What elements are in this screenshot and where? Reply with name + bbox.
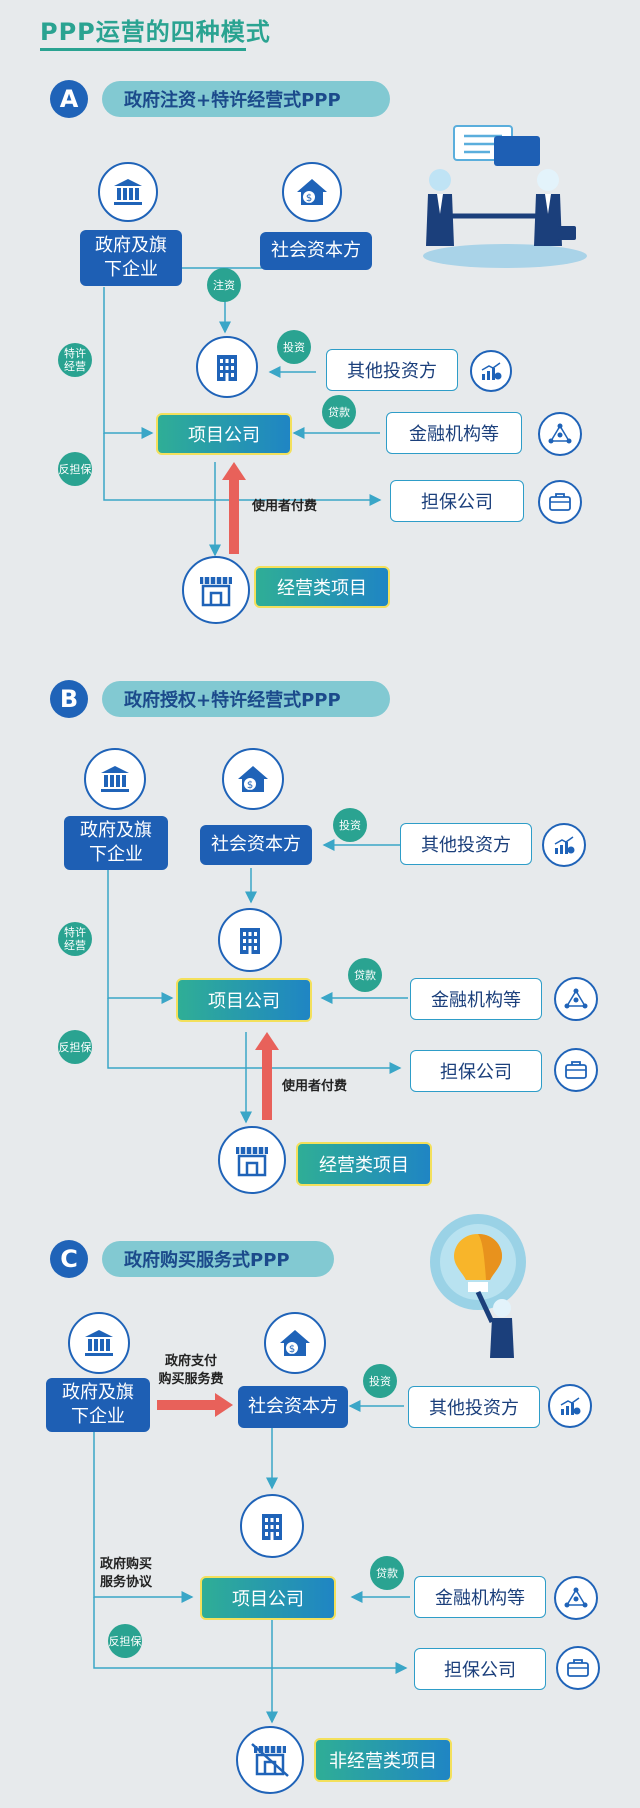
section-c-title: 政府购买服务式PPP bbox=[102, 1241, 334, 1277]
other-investor-node-b: 其他投资方 bbox=[400, 823, 532, 865]
office-building-icon bbox=[196, 336, 258, 398]
badge-invest-c: 投资 bbox=[363, 1364, 397, 1398]
svg-text:$: $ bbox=[289, 1344, 295, 1355]
shop-crossed-icon bbox=[236, 1726, 304, 1794]
finance-node-b: 金融机构等 bbox=[410, 978, 542, 1020]
title-underline bbox=[40, 48, 246, 51]
guarantee-node-c: 担保公司 bbox=[414, 1648, 546, 1690]
badge-loan-c: 贷款 bbox=[370, 1556, 404, 1590]
section-b-title: 政府授权+特许经营式PPP bbox=[102, 681, 390, 717]
section-a-letter: A bbox=[50, 80, 88, 118]
briefcase-icon bbox=[556, 1646, 600, 1690]
bank-icon bbox=[98, 162, 158, 222]
badge-loan-b: 贷款 bbox=[348, 958, 382, 992]
guarantee-node-b: 担保公司 bbox=[410, 1050, 542, 1092]
shop-icon bbox=[182, 556, 250, 624]
social-capital-node-c: 社会资本方 bbox=[238, 1386, 348, 1428]
network-icon bbox=[554, 1576, 598, 1620]
lightbulb-illustration bbox=[426, 1210, 536, 1360]
badge-loan-a: 贷款 bbox=[322, 395, 356, 429]
chart-icon bbox=[542, 823, 586, 867]
other-investor-node-a: 其他投资方 bbox=[326, 349, 458, 391]
bank-icon bbox=[68, 1312, 130, 1374]
gov-node-b: 政府及旗下企业 bbox=[64, 816, 168, 870]
badge-invest-b: 投资 bbox=[333, 808, 367, 842]
gov-node-a: 政府及旗下企业 bbox=[80, 230, 182, 286]
house-dollar-icon: $ bbox=[264, 1312, 326, 1374]
section-c-letter: C bbox=[50, 1240, 88, 1278]
project-node-a: 经营类项目 bbox=[254, 566, 390, 608]
user-pay-label-a: 使用者付费 bbox=[252, 499, 318, 514]
badge-franchise-a: 特许经营 bbox=[58, 343, 92, 377]
badge-invest-a: 投资 bbox=[277, 330, 311, 364]
badge-inject: 注资 bbox=[207, 268, 241, 302]
briefcase-icon bbox=[538, 480, 582, 524]
project-company-node-b: 项目公司 bbox=[176, 978, 312, 1022]
badge-counter-c: 反担保 bbox=[108, 1624, 142, 1658]
svg-text:$: $ bbox=[306, 193, 312, 204]
finance-node-c: 金融机构等 bbox=[414, 1576, 546, 1618]
social-capital-node-a: 社会资本方 bbox=[260, 232, 372, 270]
svg-text:$: $ bbox=[247, 780, 253, 791]
project-company-node-c: 项目公司 bbox=[200, 1576, 336, 1620]
house-dollar-icon: $ bbox=[282, 162, 342, 222]
office-building-icon bbox=[240, 1494, 304, 1558]
page-title: PPP运营的四种模式 bbox=[40, 18, 271, 46]
briefcase-icon bbox=[554, 1048, 598, 1092]
chart-icon bbox=[470, 350, 512, 392]
section-b-letter: B bbox=[50, 680, 88, 718]
gov-node-c: 政府及旗下企业 bbox=[46, 1378, 150, 1432]
finance-node-a: 金融机构等 bbox=[386, 412, 522, 454]
network-icon bbox=[554, 977, 598, 1021]
handshake-illustration bbox=[410, 118, 600, 278]
office-building-icon bbox=[218, 908, 282, 972]
project-company-node-a: 项目公司 bbox=[156, 413, 292, 455]
social-capital-node-b: 社会资本方 bbox=[200, 825, 312, 865]
bank-icon bbox=[84, 748, 146, 810]
badge-franchise-b: 特许经营 bbox=[58, 922, 92, 956]
badge-counter-b: 反担保 bbox=[58, 1030, 92, 1064]
gov-pay-label: 政府支付购买服务费 bbox=[158, 1354, 224, 1387]
network-icon bbox=[538, 412, 582, 456]
badge-counter-a: 反担保 bbox=[58, 452, 92, 486]
project-node-c: 非经营类项目 bbox=[314, 1738, 452, 1782]
guarantee-node-a: 担保公司 bbox=[390, 480, 524, 522]
user-pay-label-b: 使用者付费 bbox=[282, 1079, 348, 1094]
house-dollar-icon: $ bbox=[222, 748, 284, 810]
section-a-title: 政府注资+特许经营式PPP bbox=[102, 81, 390, 117]
shop-icon bbox=[218, 1126, 286, 1194]
chart-icon bbox=[548, 1384, 592, 1428]
other-investor-node-c: 其他投资方 bbox=[408, 1386, 540, 1428]
gov-purchase-label: 政府购买服务协议 bbox=[100, 1557, 153, 1590]
project-node-b: 经营类项目 bbox=[296, 1142, 432, 1186]
